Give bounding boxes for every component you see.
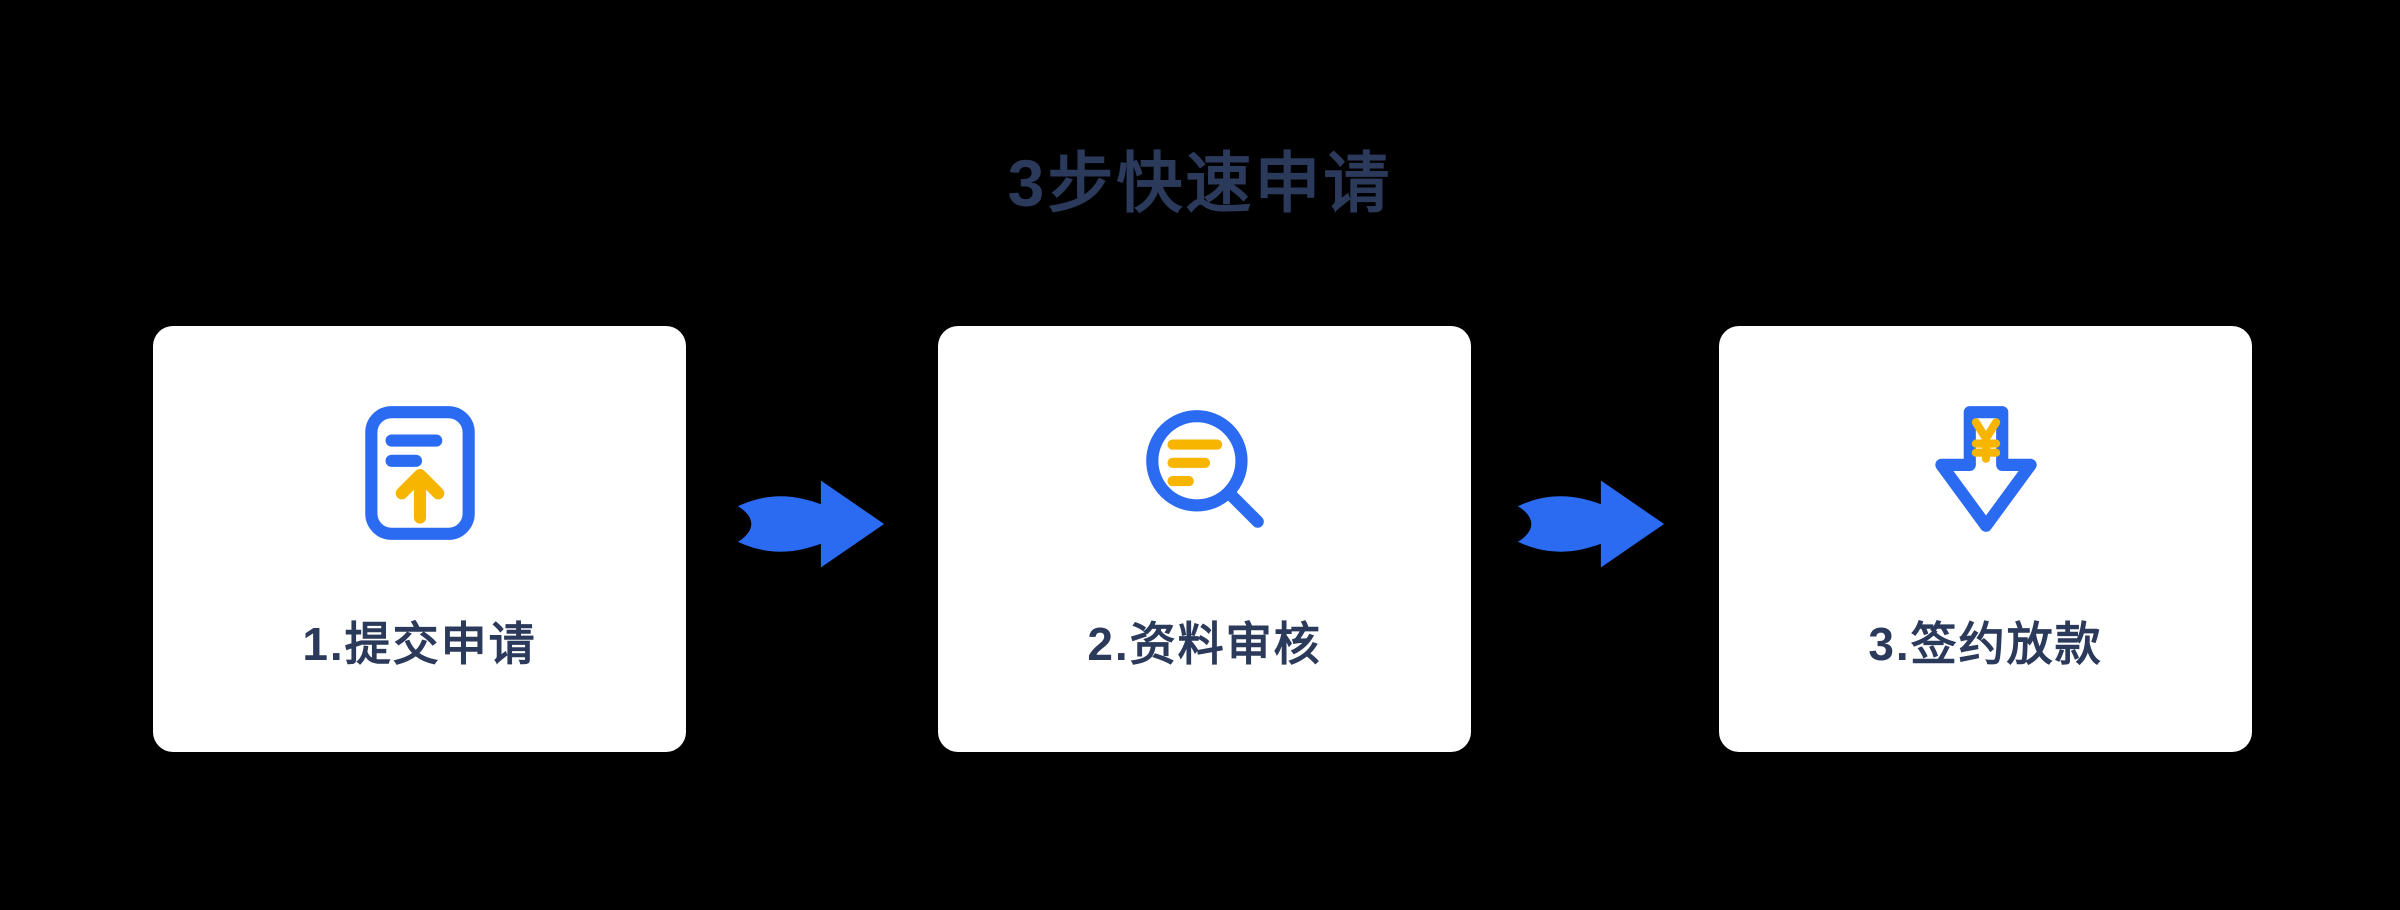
step-card-sign-disburse: 3.签约放款 [1719,326,2252,752]
step-label: 1.提交申请 [302,618,537,670]
flow-arrow-right-icon [1512,472,1670,576]
step-card-submit-application: 1.提交申请 [153,326,686,752]
download-payment-icon [1913,400,2059,546]
step-label: 2.资料审核 [1087,618,1322,670]
flow-arrow-right-icon [732,472,890,576]
upload-document-icon [347,400,493,546]
page-title: 3步快速申请 [1007,146,1393,220]
search-review-icon [1132,400,1278,546]
step-card-document-review: 2.资料审核 [938,326,1471,752]
step-label: 3.签约放款 [1868,618,2103,670]
